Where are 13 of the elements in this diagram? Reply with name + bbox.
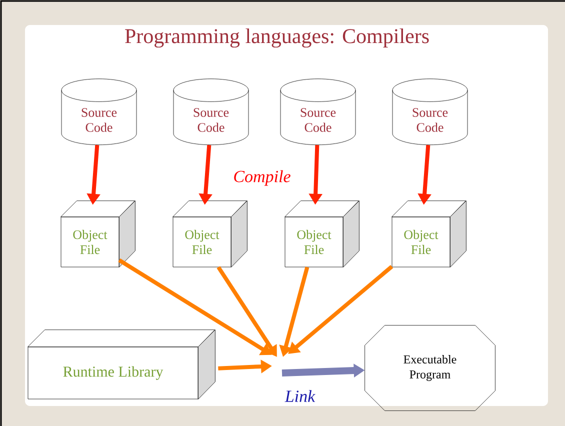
edge-label: Link: [284, 390, 316, 402]
cylinder: Source Code: [280, 78, 356, 146]
cylinder: Source Code: [392, 78, 468, 146]
title: Programming languages: Compilers: [125, 28, 429, 48]
compile-label: Compile: [234, 170, 290, 186]
octagon: Executable Program: [364, 325, 496, 411]
cube: Object File: [60, 200, 136, 268]
cylinder: Source Code: [61, 78, 137, 146]
cylinder: Source Code: [173, 78, 249, 146]
cube: Object File: [392, 200, 466, 268]
cube: Object File: [284, 200, 360, 268]
cube: Object File: [172, 200, 248, 268]
cuboid: Runtime Library: [28, 330, 216, 400]
